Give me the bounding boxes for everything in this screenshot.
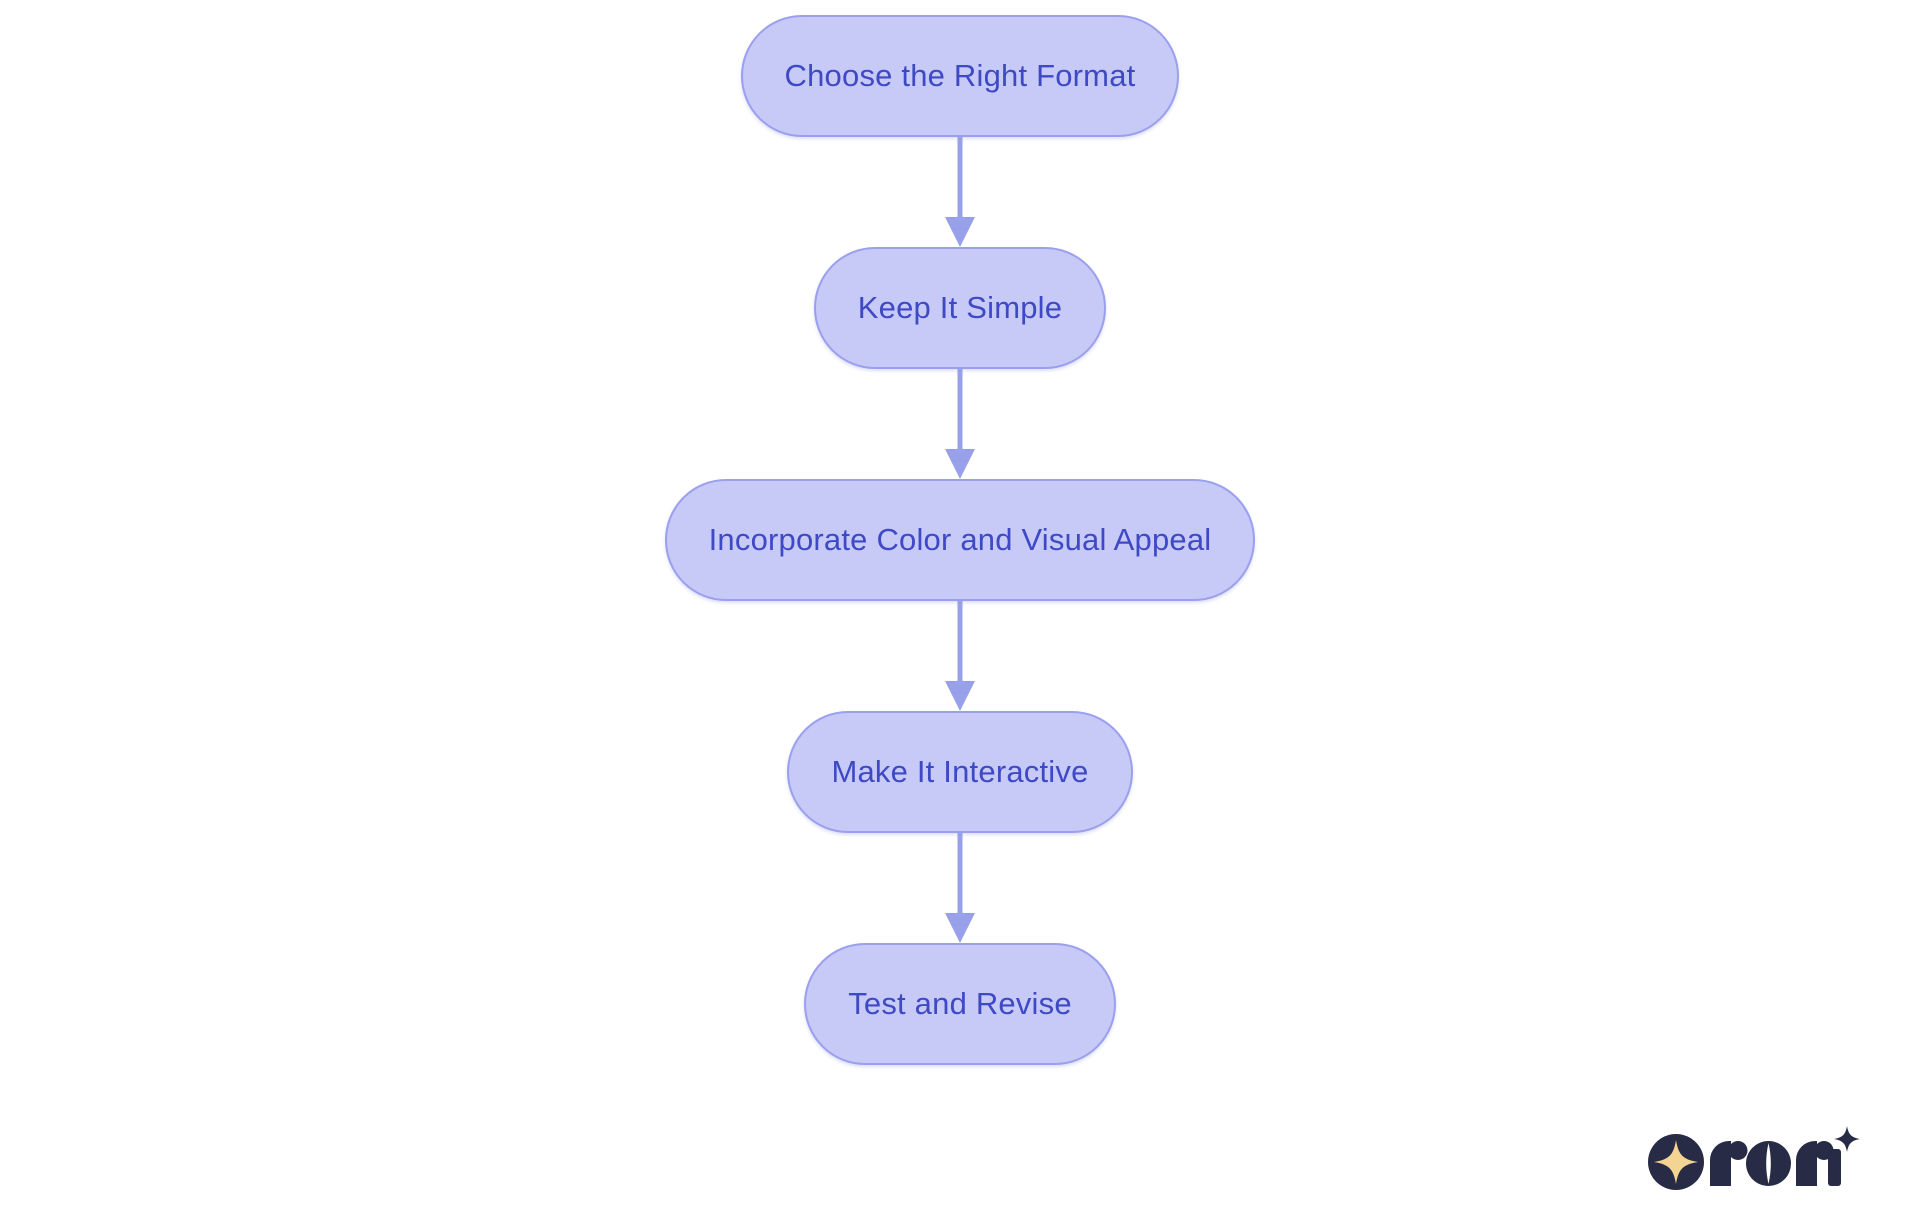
arrow-down-icon: [945, 369, 975, 479]
node-label: Keep It Simple: [857, 290, 1063, 325]
flow-node-incorporate-color: Incorporate Color and Visual Appeal: [664, 479, 1256, 601]
rori-logo: [1648, 1123, 1860, 1199]
rori-wordmark: [1710, 1126, 1860, 1186]
arrow-down-icon: [945, 137, 975, 247]
flow-node-keep-it-simple: Keep It Simple: [813, 247, 1107, 369]
arrow-down-icon: [945, 833, 975, 943]
rori-logo-graphic: [1648, 1126, 1860, 1190]
node-label: Incorporate Color and Visual Appeal: [708, 522, 1212, 557]
flow-node-test-and-revise: Test and Revise: [804, 943, 1116, 1065]
flow-node-make-it-interactive: Make It Interactive: [787, 711, 1133, 833]
node-label: Make It Interactive: [831, 754, 1089, 789]
arrow-down-icon: [945, 601, 975, 711]
sparkle-badge-icon: [1648, 1134, 1704, 1190]
node-label: Test and Revise: [848, 986, 1072, 1021]
flow-node-choose-right-format: Choose the Right Format: [740, 15, 1180, 137]
flowchart: Choose the Right Format Keep It Simple I…: [0, 15, 1920, 1065]
node-label: Choose the Right Format: [784, 58, 1136, 93]
